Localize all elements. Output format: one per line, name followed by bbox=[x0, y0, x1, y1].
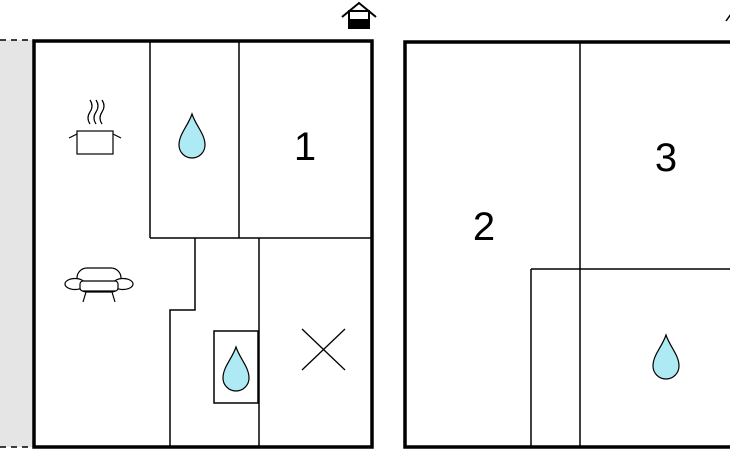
water-drop-icon bbox=[652, 333, 680, 380]
entrance-icon bbox=[341, 1, 377, 29]
floor-left-outer-wall bbox=[32, 39, 374, 449]
room-number-2: 2 bbox=[473, 205, 495, 249]
sofa-icon bbox=[64, 267, 134, 303]
floor-left: 1 bbox=[32, 39, 374, 449]
kitchen-pot-icon bbox=[68, 99, 122, 155]
water-drop-icon bbox=[178, 112, 206, 159]
water-drop-icon bbox=[222, 345, 250, 392]
outside-area bbox=[0, 40, 34, 447]
shower-box bbox=[213, 330, 259, 404]
wall-hallway-stepped bbox=[169, 238, 196, 447]
room-number-3: 3 bbox=[655, 136, 677, 180]
room-number-1: 1 bbox=[294, 125, 316, 169]
floor-right-outer-wall bbox=[403, 40, 730, 449]
floor-right: 2 3 bbox=[403, 40, 730, 449]
cross-icon bbox=[301, 328, 346, 371]
offscreen-marker bbox=[725, 14, 730, 22]
